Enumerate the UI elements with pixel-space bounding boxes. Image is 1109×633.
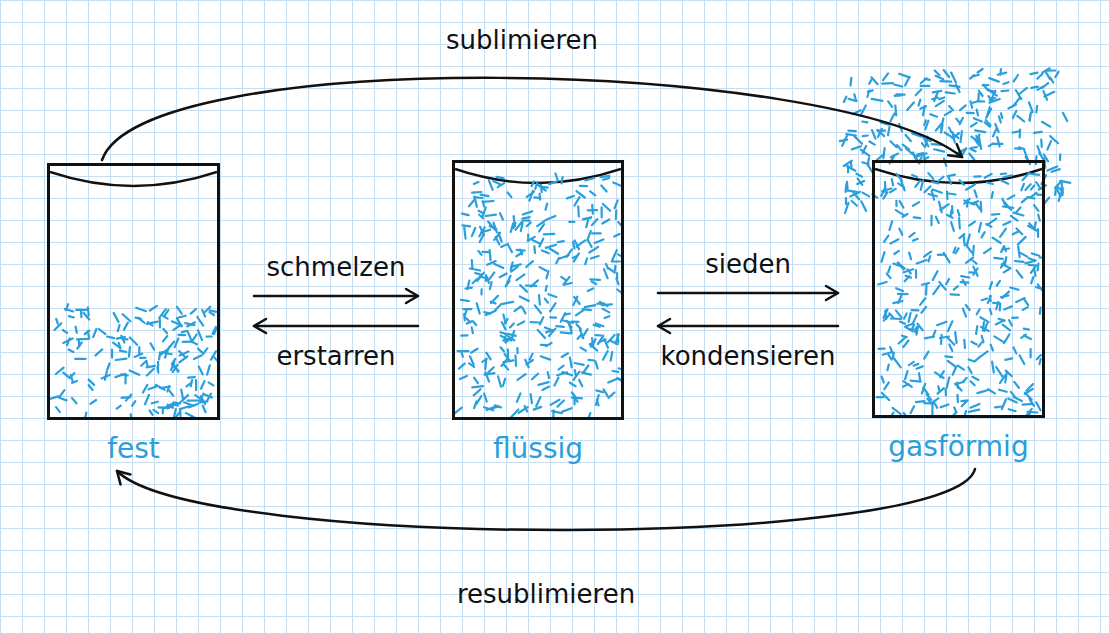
transition-arrow: [117, 469, 975, 530]
transition-label: resublimieren: [454, 579, 638, 609]
transition-arrow: [658, 325, 838, 328]
state-label: fest: [47, 432, 220, 465]
state-label: flüssig: [452, 432, 624, 465]
state-beaker: flüssig: [452, 160, 624, 469]
particle-dashes: [50, 166, 217, 417]
transition-label: kondensieren: [658, 341, 839, 371]
beaker-outline: [452, 160, 624, 420]
beaker-outline: [47, 163, 220, 420]
beaker-outline: [872, 160, 1045, 418]
transition-label: erstarren: [273, 341, 398, 371]
transition-arrow: [254, 325, 418, 328]
particle-dashes: [455, 163, 621, 417]
transition-arrow: [658, 292, 838, 295]
transition-arrow: [102, 78, 962, 160]
state-beaker: fest: [47, 163, 220, 469]
transition-label: sieden: [702, 249, 794, 279]
transition-arrow: [254, 295, 418, 298]
particle-dashes: [875, 163, 1042, 415]
state-label: gasförmig: [872, 430, 1045, 463]
transition-label: sublimieren: [443, 25, 601, 55]
state-beaker: gasförmig: [872, 160, 1045, 467]
transition-label: schmelzen: [264, 252, 409, 282]
